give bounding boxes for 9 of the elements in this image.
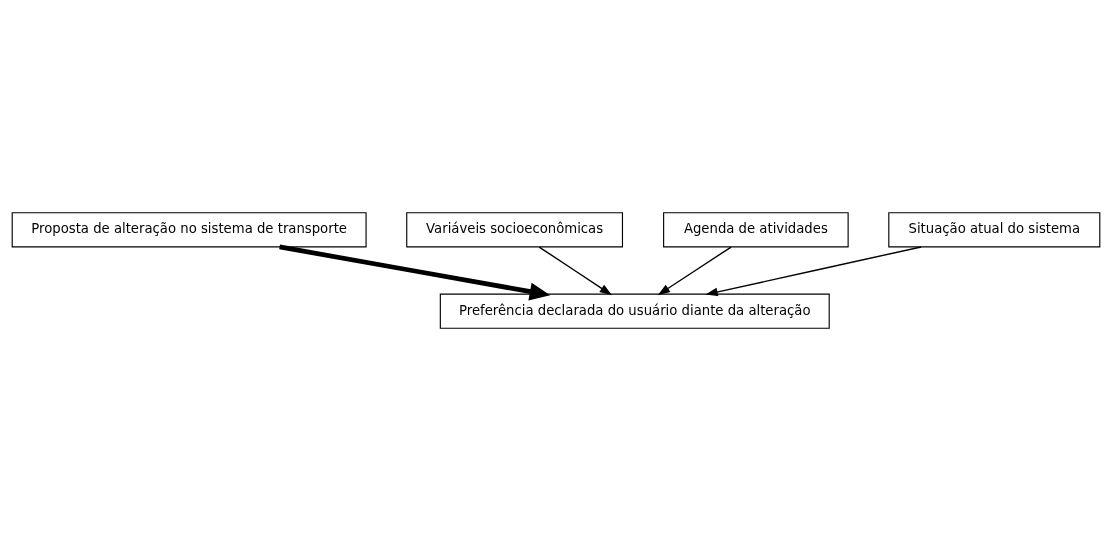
node-box: Proposta de alteração no sistema de transporte xyxy=(11,211,367,247)
arrow xyxy=(705,245,922,296)
arrow xyxy=(279,244,551,300)
node-box: Agenda de atividades xyxy=(663,211,849,247)
node-box: Situação atual do sistema xyxy=(888,211,1101,247)
arrow xyxy=(657,245,732,295)
arrow xyxy=(538,245,612,295)
node-box: Preferência declarada do usuário diante da alteração xyxy=(439,293,830,329)
node-box: Variáveis socioeconômicas xyxy=(406,211,624,247)
